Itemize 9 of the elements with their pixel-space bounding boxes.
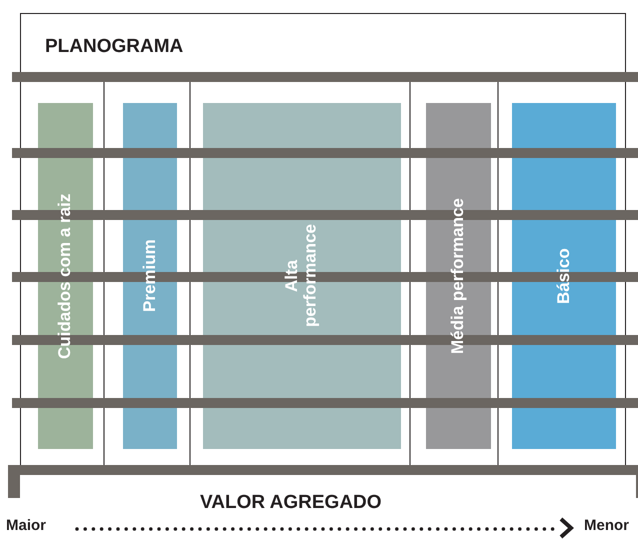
scale-end-label: Maior xyxy=(6,517,46,534)
category-label: Alta performance xyxy=(283,224,321,330)
axis-title: VALOR AGREGADO xyxy=(200,492,382,514)
category-label: Média performance xyxy=(449,197,468,356)
planogram-heading: PLANOGRAMA xyxy=(45,36,184,58)
category-label: Premium xyxy=(140,238,160,314)
scale-end-label: Menor xyxy=(584,517,629,534)
category-label: Cuidados com a raiz xyxy=(56,192,75,361)
category-label: Básico xyxy=(554,247,574,306)
